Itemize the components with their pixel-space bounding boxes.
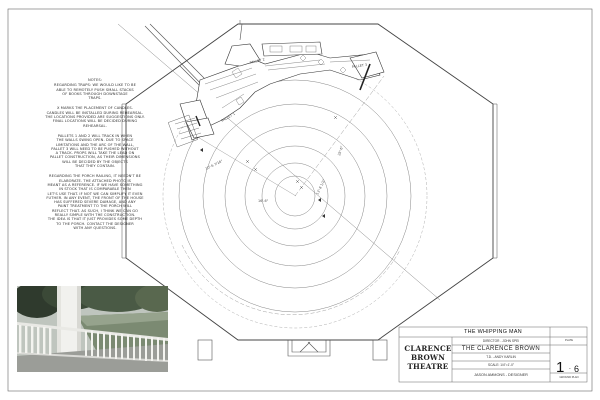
dim-label-d: 28'-6": [337, 145, 344, 156]
note-porch: REGARDING THE PORCH RAILING, IT NEEDN'T …: [46, 174, 144, 230]
note-candles: X MARKS THE PLACEMENT OF CANDLES. CANDLE…: [45, 106, 145, 128]
sheet-type-label: GROUND PLAN: [559, 376, 579, 379]
td-credit: T.D. - ANDY KARLIN: [486, 355, 516, 359]
stair-unit: [167, 114, 202, 148]
page-total: 6: [574, 364, 580, 374]
logo-line-2: BROWN: [411, 353, 445, 362]
note-pallets: PALLETS 1 AND 2 WILL TRACK IN WHEN THE W…: [50, 133, 140, 169]
dim-label-b: 16'-6": [258, 199, 269, 203]
flag-markers: [200, 148, 325, 218]
title-block-frame: [398, 326, 588, 383]
show-title: THE WHIPPING MAN: [464, 329, 522, 335]
candle-markers: [245, 115, 338, 190]
set-structure: [179, 41, 385, 141]
designer-credit: JASON AMMONS - DESIGNER: [474, 373, 528, 377]
pallet-1-label: PALLET 1: [221, 112, 236, 123]
notes-block: NOTES: REGARDING TRAPS: WE WOULD LIKE TO…: [20, 78, 170, 236]
dim-label-a: 10'-6 7/16": [205, 159, 224, 171]
sheet-border: [7, 8, 593, 392]
plate-label: PLATE: [564, 339, 574, 342]
pallet-3-label: PALLET 3: [352, 63, 368, 69]
dim-label-c: 13'-8 1/2": [315, 178, 326, 195]
page-number: 1: [556, 359, 565, 376]
notes-header: NOTES:: [87, 78, 103, 82]
logo-line-1: CLARENCE: [404, 344, 452, 353]
scale-note: SCALE: 1/4"=1'-0": [488, 363, 514, 367]
page-separator: -: [569, 366, 571, 372]
center-line: [117, 23, 441, 301]
bottom-entrance: [197, 339, 388, 361]
stage-rings: [178, 79, 412, 313]
logo-line-3: THEATRE: [407, 362, 449, 371]
note-traps: REGARDING TRAPS: WE WOULD LIKE TO BE ABL…: [54, 83, 136, 101]
venue-name: THE CLARENCE BROWN: [461, 346, 541, 352]
porch-reference-photo: [17, 286, 168, 372]
pallet-2-label: PALLET 2: [249, 57, 265, 65]
director-credit: DIRECTOR - JOHN SPEI: [482, 339, 520, 343]
